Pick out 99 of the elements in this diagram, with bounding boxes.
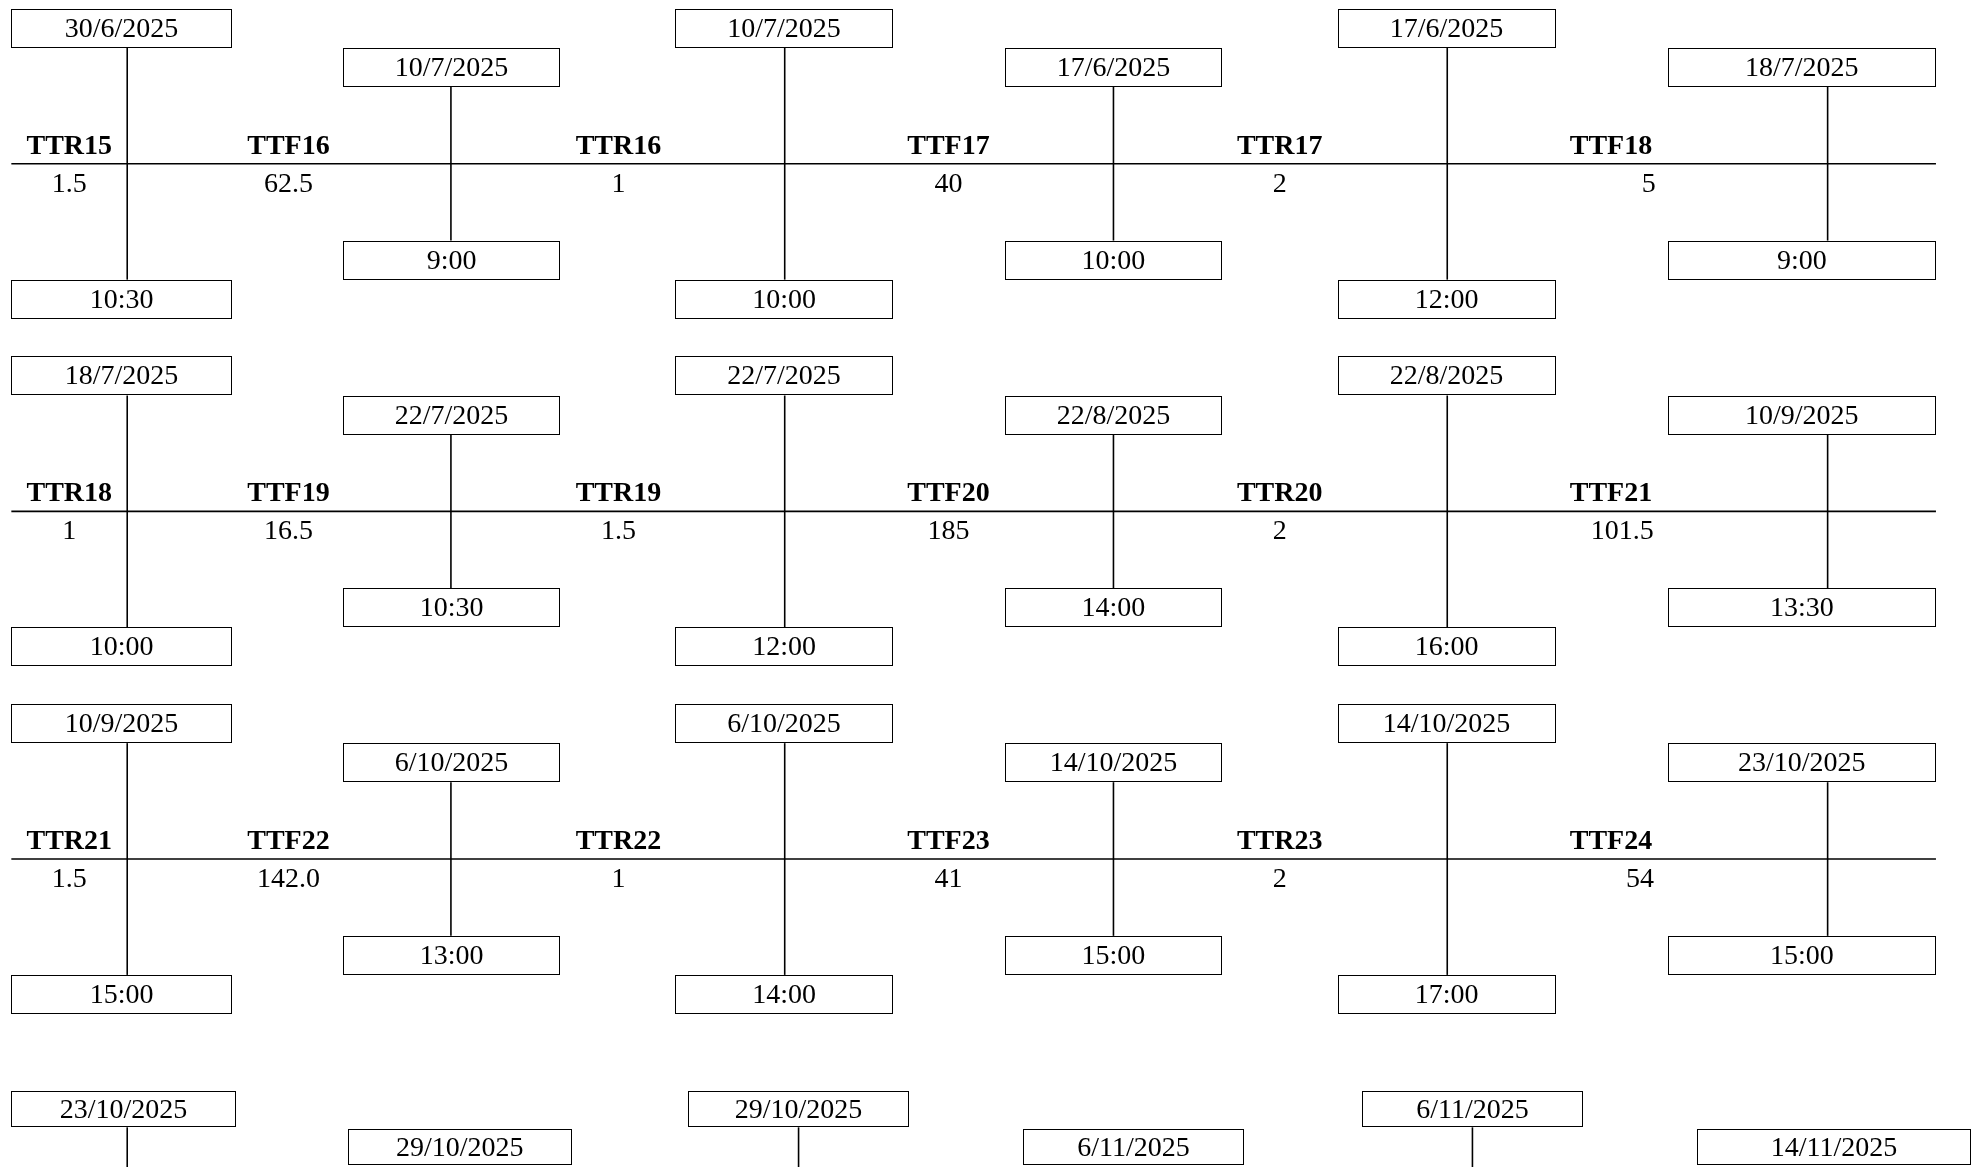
connector-line	[783, 742, 786, 976]
interval-value: 185	[927, 514, 970, 547]
connector-line	[1471, 1126, 1474, 1167]
date-box: 29/10/2025	[347, 1128, 572, 1166]
interval-value: 41	[934, 861, 963, 894]
interval-name: TTF19	[247, 476, 330, 509]
date-box: 6/11/2025	[1361, 1090, 1584, 1128]
interval-value: 40	[934, 166, 963, 199]
connector-line	[1446, 742, 1449, 976]
connector-line	[1112, 86, 1115, 242]
connector-line	[126, 47, 128, 281]
date-box: 30/6/2025	[11, 8, 232, 48]
interval-value: 1.5	[600, 514, 636, 547]
date-box: 14/11/2025	[1696, 1128, 1972, 1166]
interval-name: TTF24	[1569, 824, 1653, 857]
time-box: 13:30	[1667, 588, 1936, 628]
connector-line	[783, 394, 786, 629]
date-box: 22/7/2025	[342, 395, 561, 435]
connector-line	[1826, 86, 1829, 242]
interval-value: 2	[1272, 514, 1287, 547]
interval-value: 2	[1272, 861, 1287, 894]
date-box: 6/10/2025	[342, 743, 561, 783]
time-box: 12:00	[1337, 279, 1556, 319]
interval-value: 62.5	[263, 166, 313, 199]
date-box: 23/10/2025	[1667, 743, 1936, 783]
interval-name: TTR23	[1236, 824, 1323, 857]
date-box: 17/6/2025	[1337, 8, 1556, 48]
date-box: 23/10/2025	[11, 1090, 236, 1128]
interval-value: 1	[611, 166, 626, 199]
interval-value: 1	[611, 861, 626, 894]
interval-name: TTF22	[247, 824, 330, 857]
date-box: 6/11/2025	[1022, 1128, 1245, 1166]
interval-name: TTR18	[26, 476, 113, 509]
date-box: 10/7/2025	[342, 47, 561, 87]
date-box: 10/7/2025	[675, 8, 893, 48]
interval-value: 1.5	[51, 166, 87, 199]
time-box: 15:00	[1005, 935, 1222, 975]
connector-line	[1826, 781, 1829, 937]
interval-name: TTR16	[575, 128, 662, 161]
connector-line	[1112, 433, 1115, 589]
time-box: 10:30	[342, 588, 561, 628]
interval-value: 1.5	[51, 861, 87, 894]
interval-name: TTR17	[1236, 128, 1323, 161]
interval-name: TTR20	[1236, 476, 1323, 509]
date-box: 14/10/2025	[1005, 743, 1222, 783]
time-box: 12:00	[675, 627, 893, 667]
interval-value: 101.5	[1590, 514, 1654, 547]
date-box: 22/8/2025	[1337, 356, 1556, 396]
time-box: 16:00	[1337, 627, 1556, 667]
date-box: 6/10/2025	[675, 704, 893, 744]
date-box: 10/9/2025	[1667, 395, 1936, 435]
date-box: 18/7/2025	[1667, 47, 1936, 87]
interval-name: TTR21	[26, 824, 113, 857]
time-box: 14:00	[1005, 588, 1222, 628]
time-box: 15:00	[1667, 935, 1936, 975]
interval-value: 1	[62, 514, 77, 547]
interval-value: 54	[1625, 861, 1654, 894]
date-box: 22/7/2025	[675, 356, 893, 396]
interval-value: 142.0	[256, 861, 320, 894]
time-box: 9:00	[1667, 240, 1936, 280]
time-box: 17:00	[1337, 974, 1556, 1014]
interval-name: TTF23	[907, 824, 990, 857]
connector-line	[783, 47, 786, 281]
interval-name: TTR22	[575, 824, 662, 857]
interval-name: TTF21	[1569, 476, 1653, 509]
time-box: 15:00	[11, 974, 232, 1014]
connector-line	[1112, 781, 1115, 937]
interval-name: TTF16	[247, 128, 330, 161]
interval-value: 16.5	[263, 514, 313, 547]
interval-name: TTR15	[26, 128, 113, 161]
time-box: 10:30	[11, 279, 232, 319]
time-box: 9:00	[342, 240, 561, 280]
interval-value: 5	[1641, 166, 1656, 199]
interval-name: TTF18	[1569, 128, 1653, 161]
connector-line	[1446, 394, 1449, 629]
connector-line	[450, 433, 452, 589]
connector-line	[126, 742, 128, 976]
interval-name: TTF17	[907, 128, 990, 161]
connector-line	[450, 781, 452, 937]
date-box: 18/7/2025	[11, 356, 232, 396]
date-box: 14/10/2025	[1337, 704, 1556, 744]
connector-line	[1826, 433, 1829, 589]
time-box: 10:00	[1005, 240, 1222, 280]
time-box: 10:00	[675, 279, 893, 319]
date-box: 29/10/2025	[687, 1090, 910, 1128]
connector-line	[126, 1126, 128, 1167]
connector-line	[450, 86, 452, 242]
connector-line	[126, 394, 128, 629]
interval-name: TTR19	[575, 476, 662, 509]
date-box: 22/8/2025	[1005, 395, 1222, 435]
time-box: 10:00	[11, 627, 232, 667]
interval-value: 2	[1272, 166, 1287, 199]
date-box: 10/9/2025	[11, 704, 232, 744]
connector-line	[797, 1126, 800, 1167]
connector-line	[1446, 47, 1449, 281]
time-box: 14:00	[675, 974, 893, 1014]
interval-name: TTF20	[907, 476, 990, 509]
date-box: 17/6/2025	[1005, 47, 1222, 87]
time-box: 13:00	[342, 935, 561, 975]
